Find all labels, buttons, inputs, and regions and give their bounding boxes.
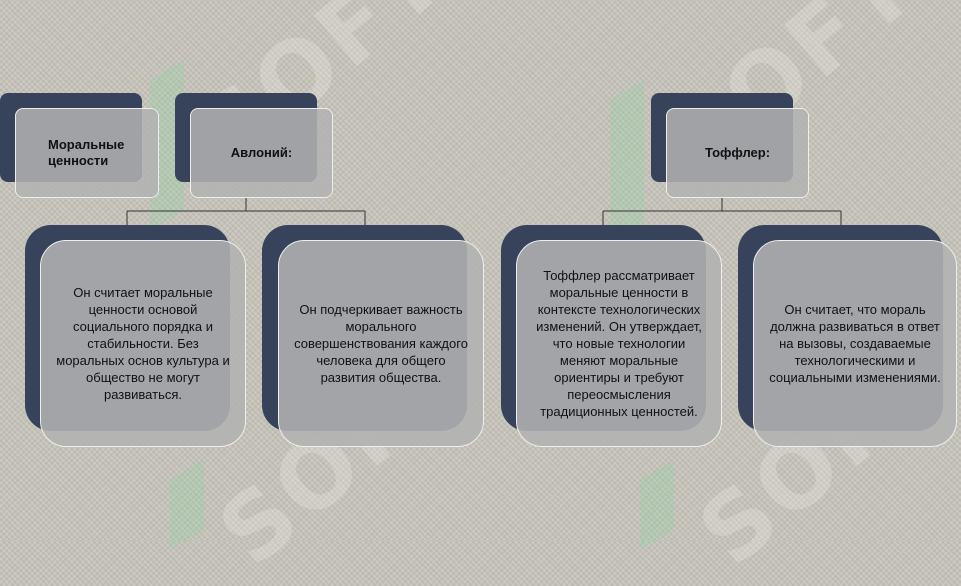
avloniy-left-text: Он считает моральные ценности основой со… (56, 285, 230, 402)
avloniy-head-box: Авлоний: (190, 108, 333, 198)
toffler-right-box: Он считает, что мораль должна развиватьс… (753, 240, 957, 447)
toffler-head-text: Тоффлер: (704, 145, 771, 160)
toffler-head-box: Тоффлер: (666, 108, 809, 198)
left-connector (126, 198, 366, 225)
avloniy-right-text: Он подчеркивает важность морального сове… (294, 302, 468, 385)
toffler-left-box: Тоффлер рассматривает моральные ценности… (516, 240, 722, 447)
avloniy-head-text: Авлоний: (230, 145, 293, 160)
right-connector (602, 198, 842, 225)
toffler-right-text: Он считает, что мораль должна развиватьс… (769, 302, 941, 385)
label-box-text: Моральные ценности (48, 137, 125, 168)
toffler-left-text: Тоффлер рассматривает моральные ценности… (536, 268, 702, 419)
avloniy-left-box: Он считает моральные ценности основой со… (40, 240, 246, 447)
avloniy-right-box: Он подчеркивает важность морального сове… (278, 240, 484, 447)
connector-lines (126, 198, 842, 225)
label-box-moral-values: Моральные ценности (15, 108, 159, 198)
